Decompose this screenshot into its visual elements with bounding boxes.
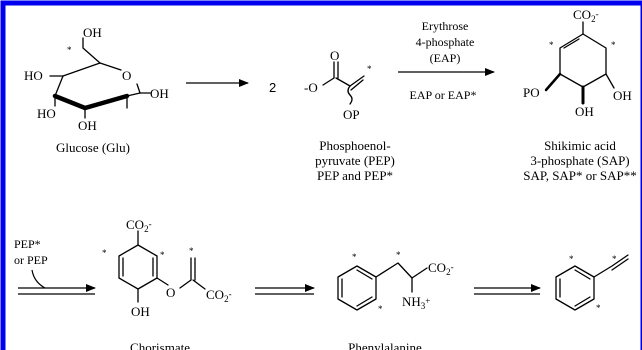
glucose-label: Glucose (Glu): [56, 140, 130, 155]
phenylalanine-label: Phenylalanine: [348, 340, 422, 350]
phe-star-3: *: [378, 304, 383, 314]
glucose-ring-oxygen: O: [122, 68, 131, 83]
sap-label-line1: Shikimic acid: [544, 138, 616, 153]
eap-below: EAP or EAP*: [410, 88, 477, 102]
pep-o-minus: -O: [304, 80, 318, 95]
pep-second-step: PEP* or PEP: [14, 237, 96, 295]
sap-label-line2: 3-phosphate (SAP): [530, 153, 629, 168]
chorismate-star-2: *: [160, 250, 165, 260]
sap-star-2: *: [611, 40, 616, 50]
sap-oh-bottom: OH: [575, 104, 594, 119]
pep-carbonyl-o: O: [330, 48, 339, 63]
eap-line2: 4-phosphate: [416, 35, 475, 49]
pep-op: OP: [343, 107, 360, 122]
phe-nh3: NH3+: [402, 294, 430, 311]
glucose-oh-right: OH: [150, 86, 169, 101]
eap-step: Erythrose 4-phosphate (EAP) EAP or EAP*: [398, 19, 495, 102]
glucose-ho-bottom: HO: [37, 106, 56, 121]
styrene-structure: * * *: [555, 254, 629, 313]
glucose-oh-bottom: OH: [78, 118, 97, 133]
sap-structure: CO2- PO OH OH * * Shikimic acid 3-phosph…: [523, 7, 637, 183]
chorismate-ether-o: O: [166, 285, 175, 300]
phe-star-2: *: [396, 250, 401, 260]
pep-label-line2: pyruvate (PEP): [315, 153, 395, 168]
pep-coefficient: 2: [269, 80, 276, 95]
phe-star-1: *: [352, 252, 357, 262]
phe-co2: CO2-: [428, 260, 454, 277]
sap-oh-right: OH: [613, 88, 632, 103]
chorismate-label: Chorismate: [130, 340, 190, 350]
eap-line3: (EAP): [430, 51, 461, 65]
glucose-ho-left: HO: [24, 68, 43, 83]
glucose-star: *: [67, 45, 72, 55]
phenylalanine-structure: CO2- NH3+ * * * Phenylalanine: [337, 250, 454, 350]
pep-step-line2: or PEP: [14, 253, 48, 267]
pep-label-line1: Phosphoenol-: [319, 138, 391, 153]
glucose-oh-top: OH: [83, 25, 102, 40]
styrene-star-2: *: [612, 254, 617, 264]
pep-star: *: [367, 64, 372, 74]
styrene-star-3: *: [596, 303, 601, 313]
sap-label-line3: SAP, SAP* or SAP**: [523, 168, 636, 183]
pep-structure: 2 -O O * OP Phosphoenol- pyruvate (PEP) …: [269, 48, 395, 183]
chorismate-co2-top: CO2-: [126, 217, 152, 234]
styrene-star-1: *: [569, 254, 574, 264]
chorismate-structure: CO2- OH O * CO2- * * Chorismate: [102, 217, 232, 350]
chorismate-star-1: *: [102, 248, 107, 258]
sap-co2: CO2-: [573, 7, 599, 24]
pep-label-line3: PEP and PEP*: [317, 168, 393, 183]
glucose-structure: OH HO HO OH OH O * Glucose (Glu): [24, 25, 169, 155]
chorismate-star-3: *: [189, 246, 194, 256]
sap-star-1: *: [549, 40, 554, 50]
pep-step-line1: PEP*: [14, 237, 41, 251]
chorismate-oh: OH: [131, 304, 150, 319]
eap-line1: Erythrose: [422, 19, 469, 33]
chorismate-co2-right: CO2-: [206, 287, 232, 304]
sap-po: PO: [523, 85, 540, 100]
